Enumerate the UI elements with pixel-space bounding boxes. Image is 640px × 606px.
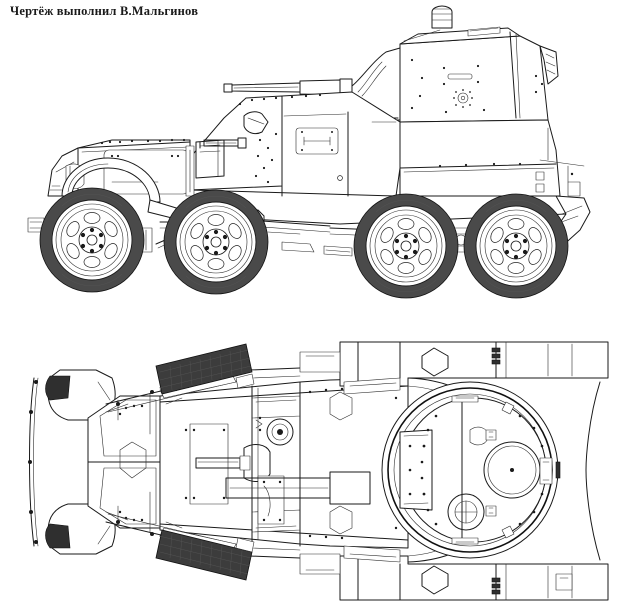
rear-plan-details: [299, 351, 401, 575]
wheel-front-plan-upper: [155, 343, 253, 395]
wheel-lug-bolts-rear2: [504, 233, 528, 260]
wheel-lug-bolts-front: [80, 227, 104, 254]
plan-view: [28, 341, 609, 601]
suspension-plan: [97, 373, 255, 553]
wheel-lug-bolts-rear1: [394, 233, 418, 260]
hull-plan-rivets: [308, 387, 398, 540]
wheel-lightening-holes-middle: [190, 214, 242, 270]
wheel-rear-front-side: [353, 193, 459, 299]
wheel-lightening-holes-rear1: [380, 218, 432, 274]
turret-side: [351, 5, 559, 123]
turret-plan: [381, 381, 561, 559]
rear-hull-plan: [339, 341, 609, 601]
fender-hinges-plan: [491, 347, 501, 595]
wheel-rear-rear-side: [463, 193, 569, 299]
front-armour-plan: [87, 395, 161, 529]
wheel-lightening-holes-front: [66, 212, 118, 268]
hull-machine-gun-plan: [195, 444, 271, 482]
hull-rivet-line-upper: [238, 93, 322, 106]
wheel-front-side: [39, 187, 145, 293]
centre-hatch-rivets: [184, 428, 226, 500]
plan-detail-rosette: [255, 416, 263, 432]
rear-deck-rivets: [438, 162, 522, 168]
wheel-lug-bolts-middle: [204, 229, 228, 256]
main-gun-barrel-plan: [225, 471, 371, 505]
turret-pistol-port: [453, 89, 473, 108]
turret-rivets: [410, 58, 544, 114]
drawing-credit-caption: Чертёж выполнил В.Мальгинов: [10, 4, 199, 18]
wheel-lightening-holes-rear2: [490, 218, 542, 274]
wheel-middle-side: [163, 189, 269, 295]
hull-machine-gun-side: [199, 111, 269, 149]
side-elevation-view: [27, 5, 591, 299]
front-bumper-plan: [28, 377, 39, 547]
hull-rivet-line-front: [100, 138, 186, 145]
